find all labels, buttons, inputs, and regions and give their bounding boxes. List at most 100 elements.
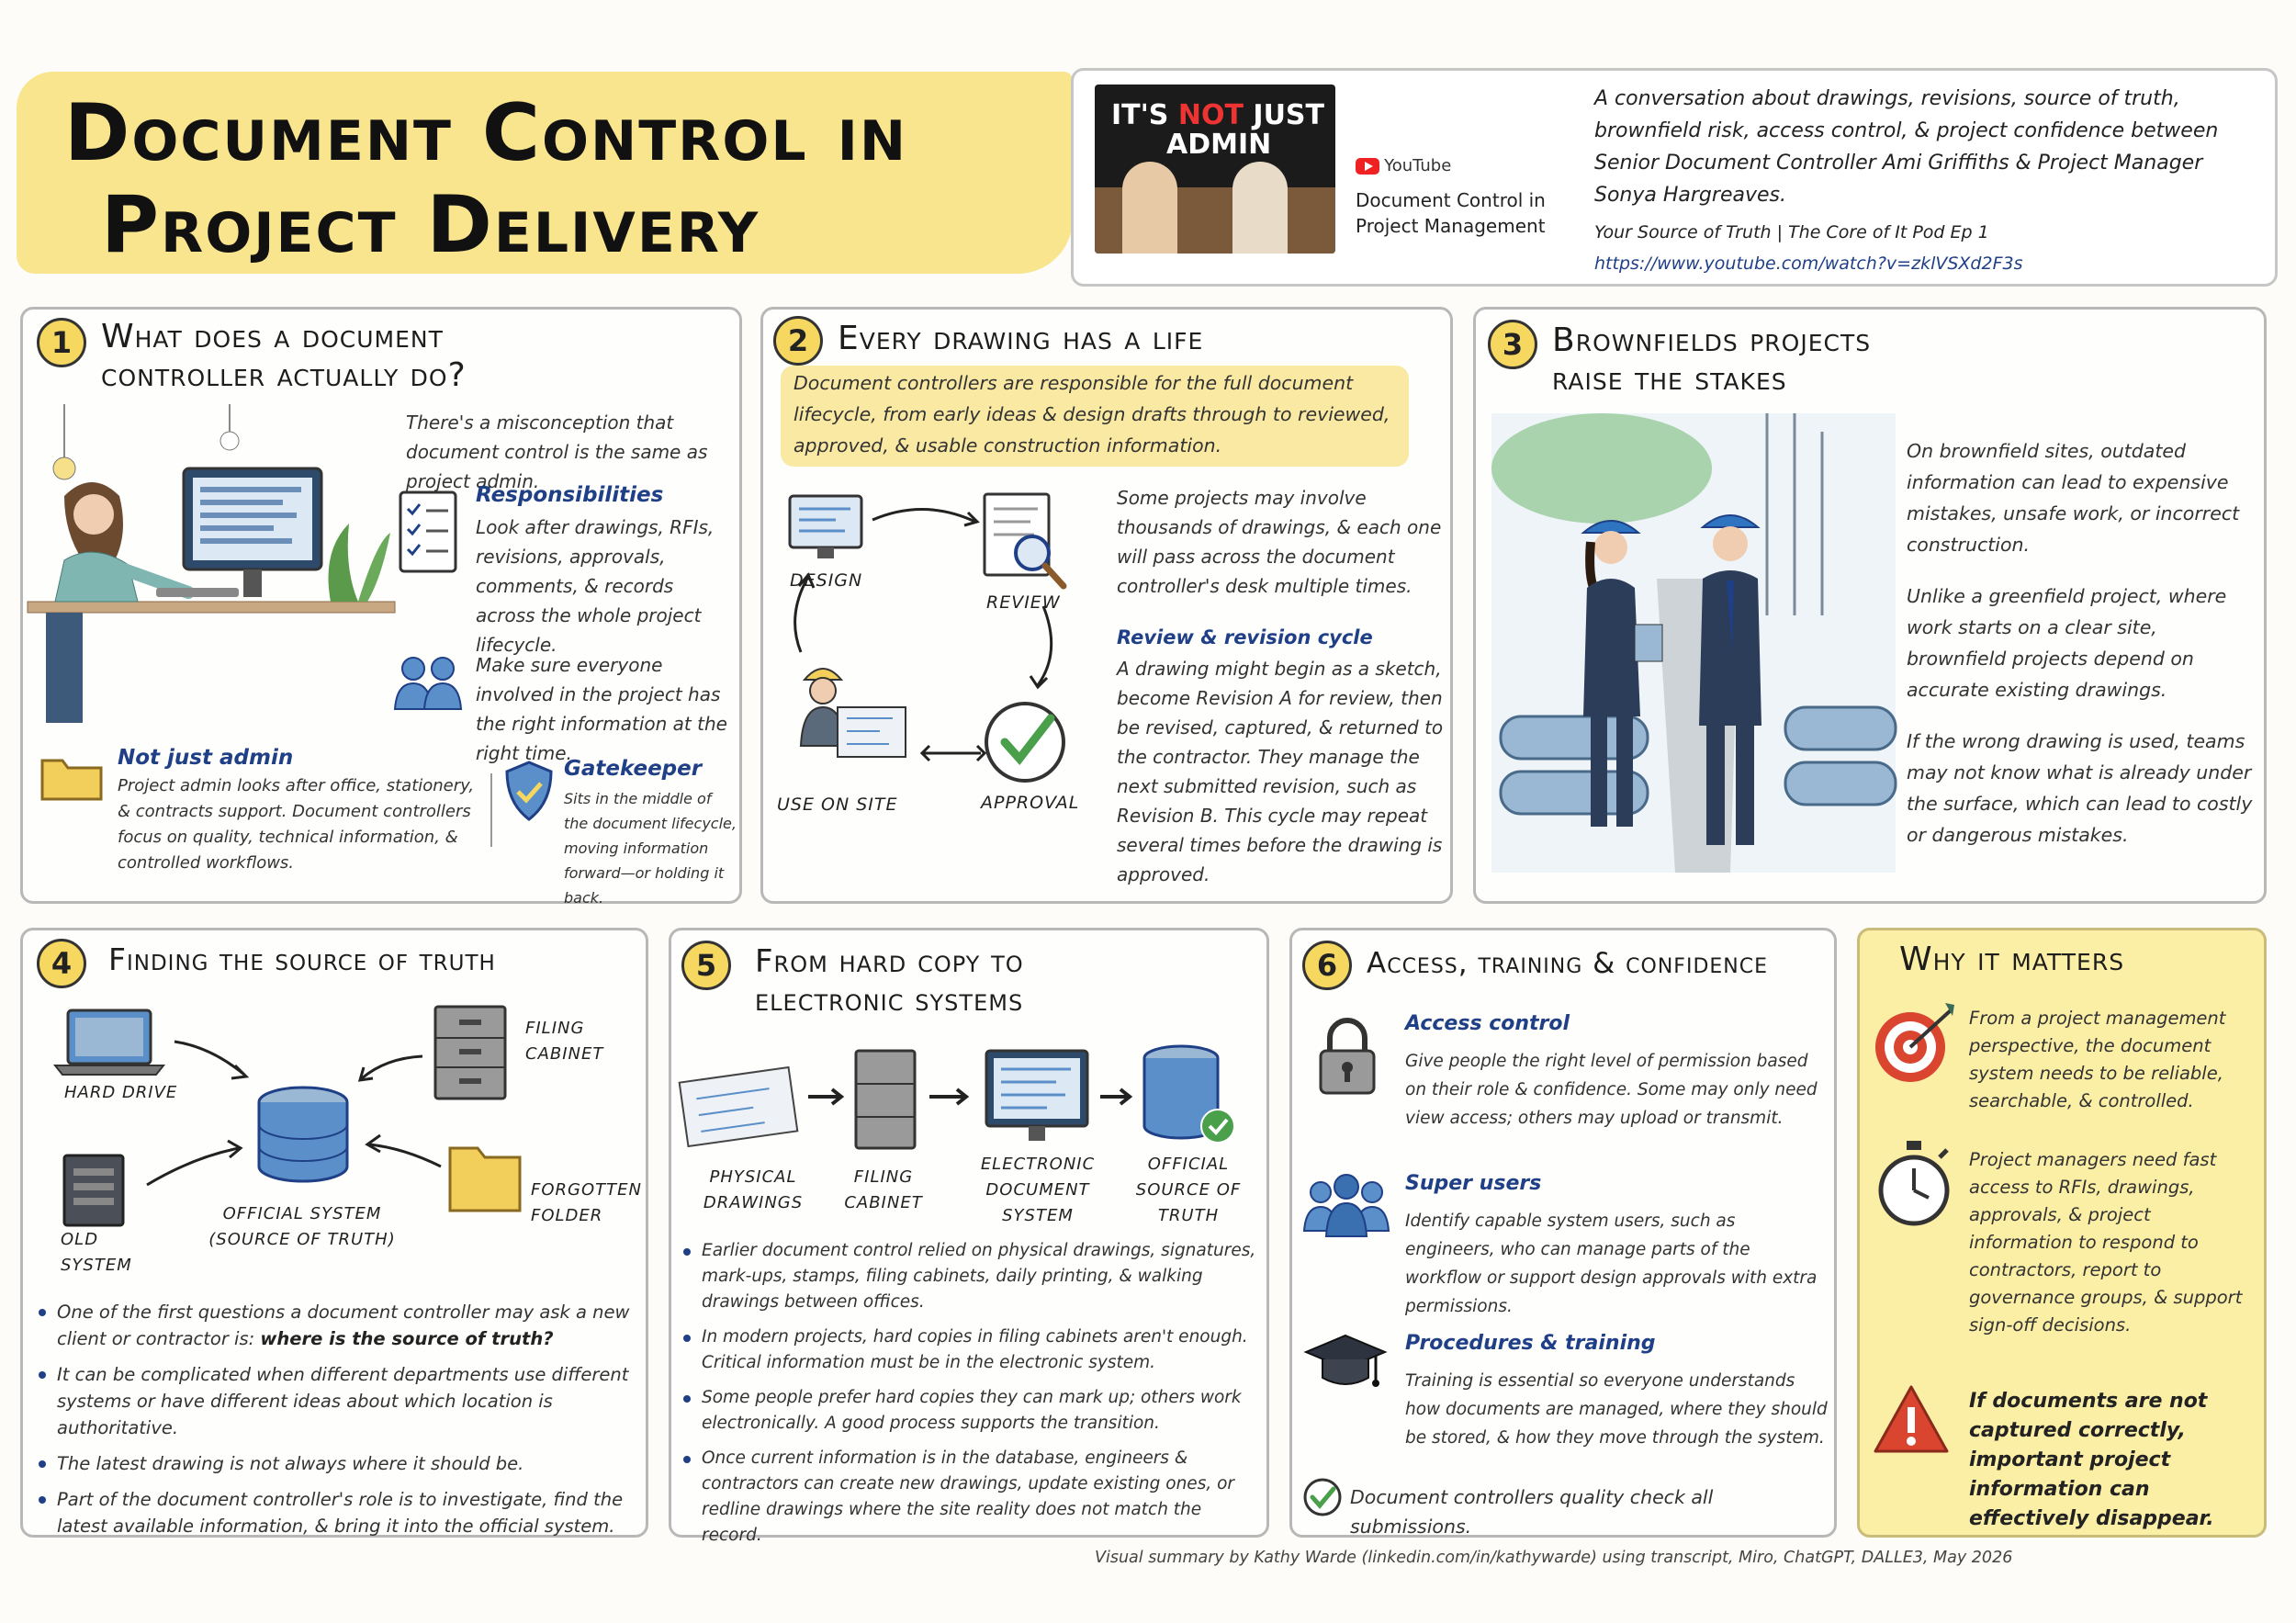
engineer-man [1699, 514, 1761, 845]
list-item: Earlier document control relied on physi… [681, 1238, 1260, 1315]
lifecycle-intro: Document controllers are responsible for… [793, 372, 1390, 456]
footer-credit: Visual summary by Kathy Warde (linkedin.… [1095, 1549, 2013, 1567]
drawing-cycle-diagram [788, 492, 1067, 783]
panel3-number: 3 [1488, 320, 1537, 369]
episode-label: Your Source of Truth | The Core of It Po… [1594, 222, 1989, 242]
panel2-number: 2 [773, 316, 823, 366]
source-of-truth-diagram [52, 1005, 522, 1227]
list-item: Part of the document controller's role i… [37, 1486, 643, 1539]
list-item: In modern projects, hard copies in filin… [681, 1324, 1260, 1376]
flow-label-cabinet: FILING CABINET [844, 1167, 923, 1212]
super-users-text: Identify capable system users, such as e… [1405, 1212, 1818, 1316]
youtube-play-icon [1356, 157, 1379, 175]
divider [490, 773, 492, 847]
bullet1-text: One of the first questions a document co… [57, 1302, 630, 1349]
cycle-label-approval: APPROVAL [981, 793, 1080, 813]
panel6-number: 6 [1302, 941, 1352, 990]
flow-label-physical: PHYSICAL DRAWINGS [703, 1167, 804, 1212]
responsibilities-text: Look after drawings, RFIs, revisions, ap… [476, 516, 715, 656]
label-forgotten-folder: FORGOTTEN FOLDER [531, 1180, 642, 1225]
thumbnail-text-just: JUST [1253, 99, 1324, 131]
panel2-title: Every drawing has a life [838, 320, 1204, 357]
cycle-label-design: DESIGN [790, 570, 863, 591]
list-item: Once current information is in the datab… [681, 1446, 1260, 1549]
quality-check-text: Document controllers quality check all s… [1350, 1486, 1714, 1538]
right-information-text: Make sure everyone involved in the proje… [476, 654, 727, 764]
video-title[interactable]: Document Control in Project Management [1356, 189, 1546, 237]
panel4-title: Finding the source of truth [108, 941, 496, 977]
checklist-icon [399, 490, 457, 573]
brownfield-para1: On brownfield sites, outdated informatio… [1907, 440, 2240, 556]
target-icon [1875, 1003, 1954, 1082]
panel3-title-line1: Brownfields projects [1552, 321, 1872, 359]
panel4-bullets: One of the first questions a document co… [37, 1299, 643, 1549]
panel1-intro: There's a misconception that document co… [406, 411, 708, 492]
youtube-logo: YouTube [1356, 156, 1451, 175]
flow-label-electronic: ELECTRONIC DOCUMENT SYSTEM [980, 1155, 1096, 1225]
gatekeeper-text: Sits in the middle of the document lifec… [564, 790, 737, 907]
label-official-system: OFFICIAL SYSTEM (SOURCE OF TRUTH) [208, 1204, 396, 1249]
panel5-title: From hard copy to electronic systems [755, 942, 1024, 1020]
database-icon [257, 1086, 349, 1183]
page-title-line1: Document Control in [64, 87, 908, 179]
laptop-icon [52, 1009, 166, 1076]
approval-icon [985, 702, 1065, 783]
access-heading: Access control [1405, 1012, 1570, 1035]
panel5-bullets: Earlier document control relied on physi… [681, 1238, 1260, 1558]
page-title-line2: Project Delivery [101, 179, 760, 271]
cycle-label-review: REVIEW [986, 592, 1061, 613]
access-text: Give people the right level of permissio… [1405, 1052, 1818, 1128]
panel-hard-copy [669, 928, 1269, 1538]
cycle-label-use-on-site: USE ON SITE [777, 795, 898, 815]
panel7-title: Why it matters [1899, 941, 2125, 978]
thumbnail-text-its: IT'S [1111, 99, 1169, 131]
folder-icon [40, 759, 103, 801]
digitisation-flow-diagram [678, 1044, 1235, 1150]
forgotten-folder-icon [448, 1146, 522, 1212]
thumbnail-text-admin: ADMIN [1166, 129, 1272, 161]
office-worker-illustration [27, 404, 396, 723]
cycle-text: A drawing might begin as a sketch, becom… [1117, 658, 1444, 885]
not-admin-heading: Not just admin [118, 746, 294, 770]
list-item: One of the first questions a document co… [37, 1299, 643, 1352]
brownfield-para2: Unlike a greenfield project, where work … [1907, 585, 2227, 701]
design-icon [788, 494, 863, 558]
panel1-number: 1 [37, 318, 86, 367]
panel-access-training [1289, 928, 1837, 1538]
why-item3: If documents are not captured correctly,… [1969, 1390, 2214, 1530]
list-item: It can be complicated when different dep… [37, 1361, 643, 1441]
cycle-heading: Review & revision cycle [1117, 626, 1373, 648]
monitor-icon [985, 1049, 1089, 1141]
panel4-number: 4 [37, 939, 86, 988]
label-hard-drive: HARD DRIVE [64, 1083, 178, 1102]
truth-database-icon [1142, 1044, 1235, 1144]
old-system-icon [62, 1154, 125, 1227]
panel1-title-line2: controller actually do? [101, 356, 467, 394]
panel1-title-line1: What does a document [101, 318, 444, 355]
panel1-title: What does a document controller actually… [101, 318, 467, 395]
panel6-title: Access, training & confidence [1367, 947, 1769, 980]
worker-on-site-icon [799, 668, 906, 758]
thumbnail-text-not: NOT [1177, 99, 1244, 131]
video-link[interactable]: https://www.youtube.com/watch?v=zklVSXd2… [1594, 254, 2023, 274]
label-filing-cabinet: FILING CABINET [525, 1019, 604, 1064]
video-thumbnail[interactable]: IT'S NOT JUST ADMIN [1095, 85, 1335, 254]
stopwatch-icon [1878, 1141, 1950, 1226]
panel3-title: Brownfields projects raise the stakes [1552, 321, 1871, 399]
youtube-label: YouTube [1384, 156, 1452, 175]
blueprint-roll-icon [678, 1065, 799, 1148]
cabinet-icon [854, 1049, 917, 1150]
not-admin-text: Project admin looks after office, statio… [118, 776, 475, 873]
super-users-heading: Super users [1405, 1172, 1542, 1195]
label-old-system: OLD SYSTEM [61, 1230, 132, 1275]
engineer-woman [1581, 520, 1663, 827]
flow-label-official: OFFICIAL SOURCE OF TRUTH [1135, 1155, 1242, 1225]
people-icon [393, 657, 463, 710]
filing-cabinet-icon [433, 1005, 507, 1100]
padlock-icon [1319, 1018, 1376, 1095]
panel3-title-line2: raise the stakes [1552, 360, 1787, 398]
list-item: Some people prefer hard copies they can … [681, 1385, 1260, 1437]
why-item1: From a project management perspective, t… [1969, 1008, 2226, 1111]
review-icon [983, 492, 1067, 590]
lifecycle-highlight [781, 366, 1409, 467]
